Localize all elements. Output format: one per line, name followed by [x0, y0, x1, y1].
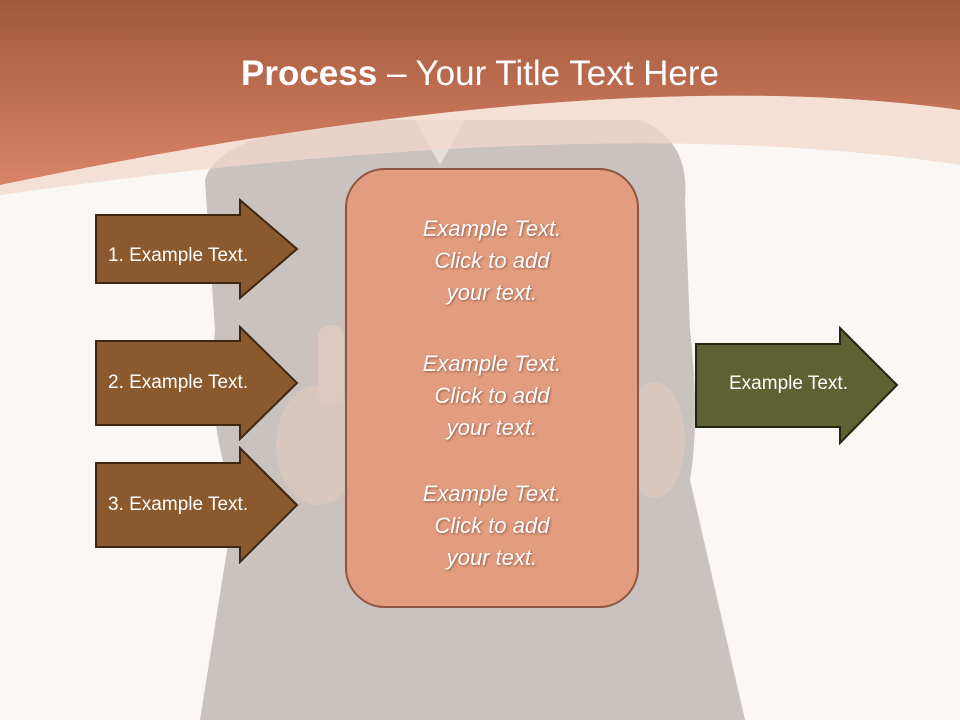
right-arrow-label: Example Text. — [729, 373, 848, 394]
left-arrow-3 — [95, 446, 299, 564]
header-swoosh — [0, 95, 960, 195]
block-1-line-3: your text. — [446, 280, 538, 305]
title-bold: Process — [241, 54, 378, 93]
block-3-line-2: Click to add — [434, 513, 550, 538]
center-text-box — [345, 168, 639, 608]
slide-title: Process – Your Title Text Here — [0, 52, 960, 96]
center-text-block-2: Example Text. Click to add your text. — [345, 348, 639, 444]
block-3-line-3: your text. — [446, 545, 538, 570]
block-2-line-2: Click to add — [434, 383, 550, 408]
block-1-line-2: Click to add — [434, 248, 550, 273]
block-1-line-1: Example Text. — [422, 216, 562, 241]
center-text-block-3: Example Text. Click to add your text. — [345, 478, 639, 574]
header-band — [0, 0, 960, 185]
block-3-line-1: Example Text. — [422, 481, 562, 506]
right-arrow — [695, 326, 899, 446]
left-arrow-1 — [95, 198, 299, 300]
block-2-line-1: Example Text. — [422, 351, 562, 376]
left-arrow-2 — [95, 325, 299, 441]
left-arrow-1-label: 1. Example Text. — [108, 245, 249, 266]
center-text-block-1: Example Text. Click to add your text. — [345, 213, 639, 309]
left-arrow-2-label: 2. Example Text. — [108, 372, 249, 393]
block-2-line-3: your text. — [446, 415, 538, 440]
left-arrow-3-label: 3. Example Text. — [108, 494, 249, 515]
title-rest: – Your Title Text Here — [377, 54, 719, 93]
